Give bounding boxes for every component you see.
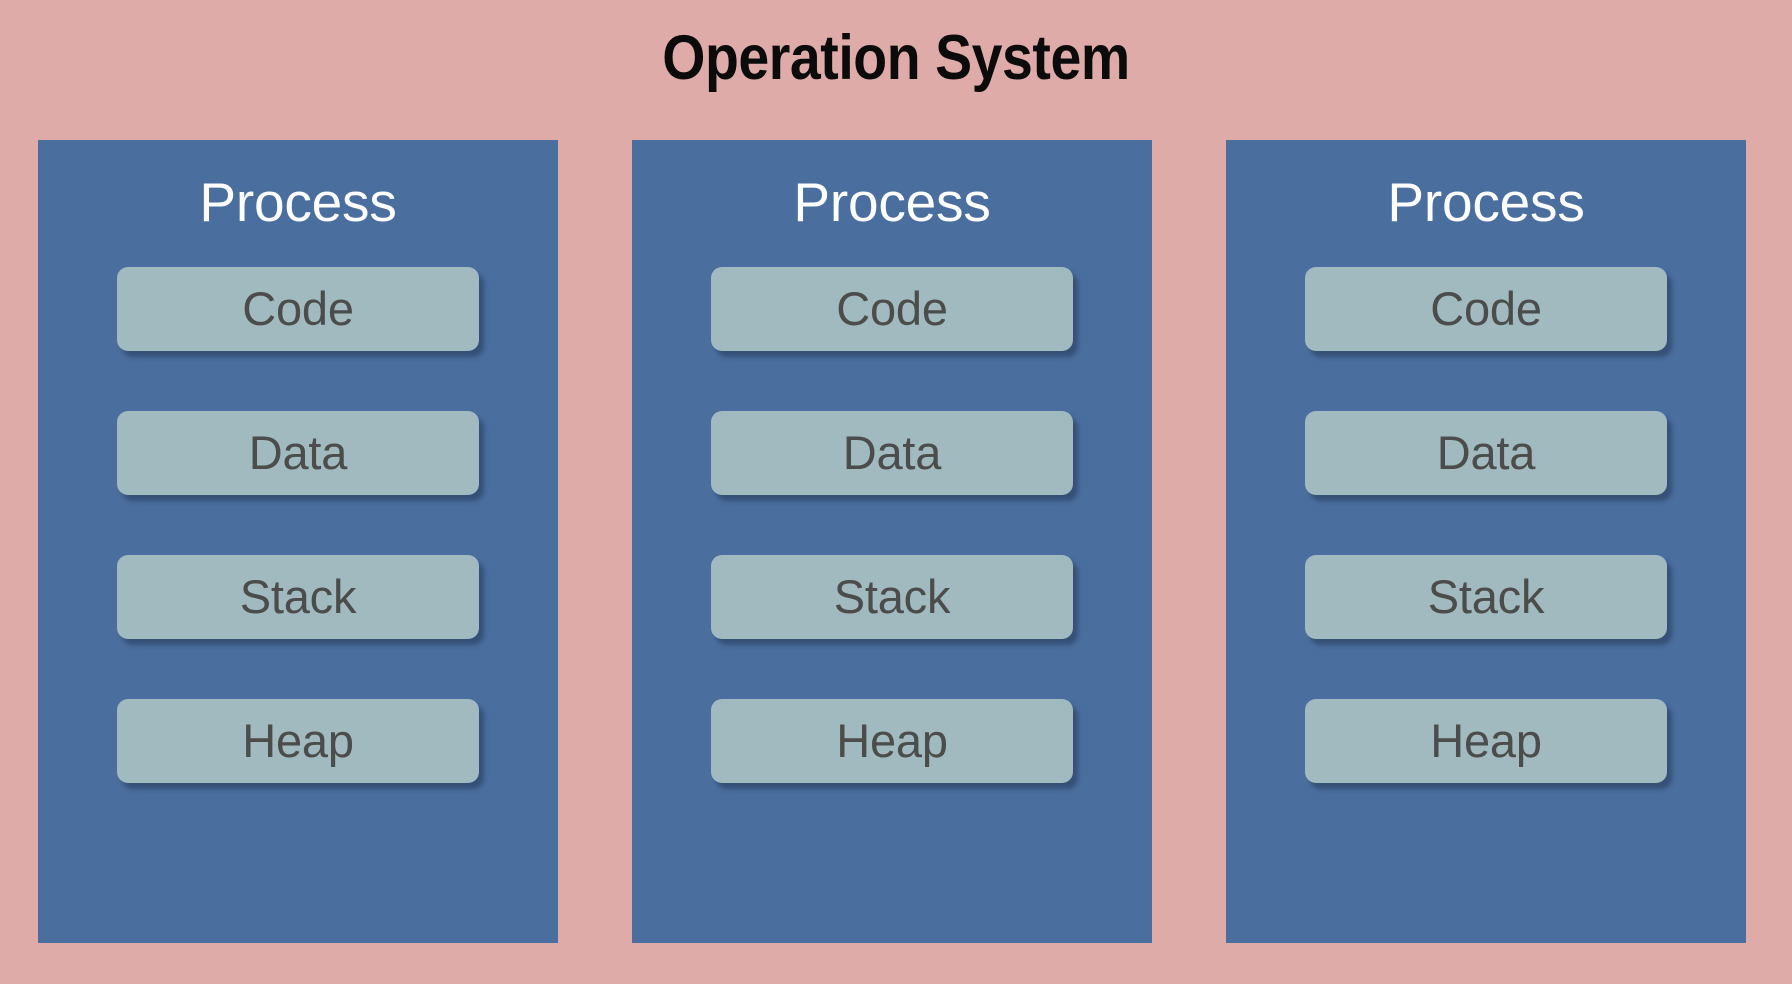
process-box-1: Process Code Data Stack Heap (38, 140, 558, 943)
segment-code: Code (1305, 267, 1667, 351)
segment-label: Data (248, 426, 348, 479)
segment-label: Stack (833, 570, 951, 623)
process-title: Process (793, 171, 991, 233)
segment-label: Heap (1430, 714, 1542, 767)
segment-label: Heap (836, 714, 948, 767)
segment-heap: Heap (711, 699, 1073, 783)
segment-code: Code (711, 267, 1073, 351)
segment-list: Code Data Stack Heap (1226, 267, 1746, 783)
page-title: Operation System (662, 23, 1130, 93)
process-box-2: Process Code Data Stack Heap (632, 140, 1152, 943)
segment-data: Data (117, 411, 479, 495)
segment-list: Code Data Stack Heap (38, 267, 558, 783)
segment-label: Stack (239, 570, 357, 623)
segment-code: Code (117, 267, 479, 351)
segment-list: Code Data Stack Heap (632, 267, 1152, 783)
process-title: Process (199, 171, 397, 233)
segment-stack: Stack (1305, 555, 1667, 639)
segment-label: Data (842, 426, 942, 479)
segment-label: Data (1436, 426, 1536, 479)
segment-stack: Stack (117, 555, 479, 639)
process-row: Process Code Data Stack Heap Process (38, 140, 1746, 943)
segment-label: Code (242, 282, 354, 335)
segment-data: Data (711, 411, 1073, 495)
segment-data: Data (1305, 411, 1667, 495)
segment-label: Code (1430, 282, 1542, 335)
segment-stack: Stack (711, 555, 1073, 639)
segment-label: Stack (1427, 570, 1545, 623)
segment-label: Heap (242, 714, 354, 767)
segment-heap: Heap (1305, 699, 1667, 783)
process-title: Process (1387, 171, 1585, 233)
process-box-3: Process Code Data Stack Heap (1226, 140, 1746, 943)
segment-heap: Heap (117, 699, 479, 783)
segment-label: Code (836, 282, 948, 335)
